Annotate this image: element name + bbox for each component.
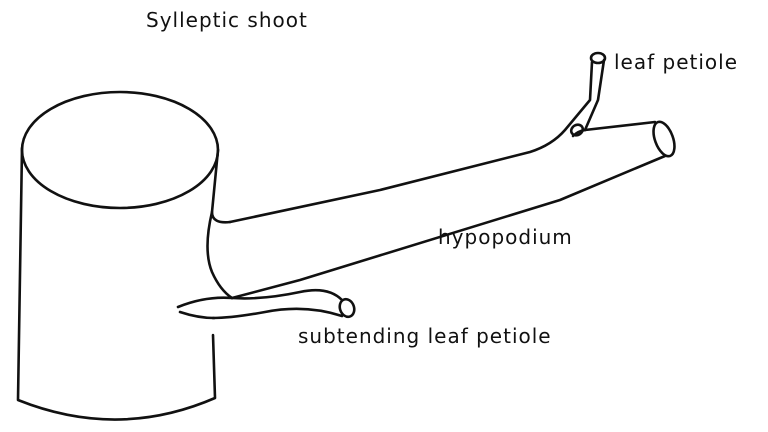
leaf-petiole-label: leaf petiole (614, 52, 738, 72)
subtending-leaf-petiole-label: subtending leaf petiole (298, 326, 552, 346)
subtending-petiole-upper-edge (232, 290, 342, 300)
stem-right-upper (212, 150, 218, 212)
axillary-bud (569, 123, 584, 138)
subtending-petiole-lower-edge (213, 309, 342, 318)
hypopodium-label: hypopodium (438, 227, 573, 247)
branch-tip-ellipse (649, 119, 678, 159)
stem-top-ellipse (22, 92, 218, 208)
leaf-petiole-right-edge (585, 60, 604, 130)
leaf-scar-crescent (178, 298, 232, 307)
leaf-petiole-cut-end (591, 53, 605, 63)
leaf-scar-lower (180, 312, 214, 318)
branch-tip-upper-edge (585, 122, 655, 130)
hypopodium-upper-edge (230, 62, 592, 222)
diagram-title: Sylleptic shoot (146, 10, 308, 30)
branch-junction (208, 212, 233, 298)
